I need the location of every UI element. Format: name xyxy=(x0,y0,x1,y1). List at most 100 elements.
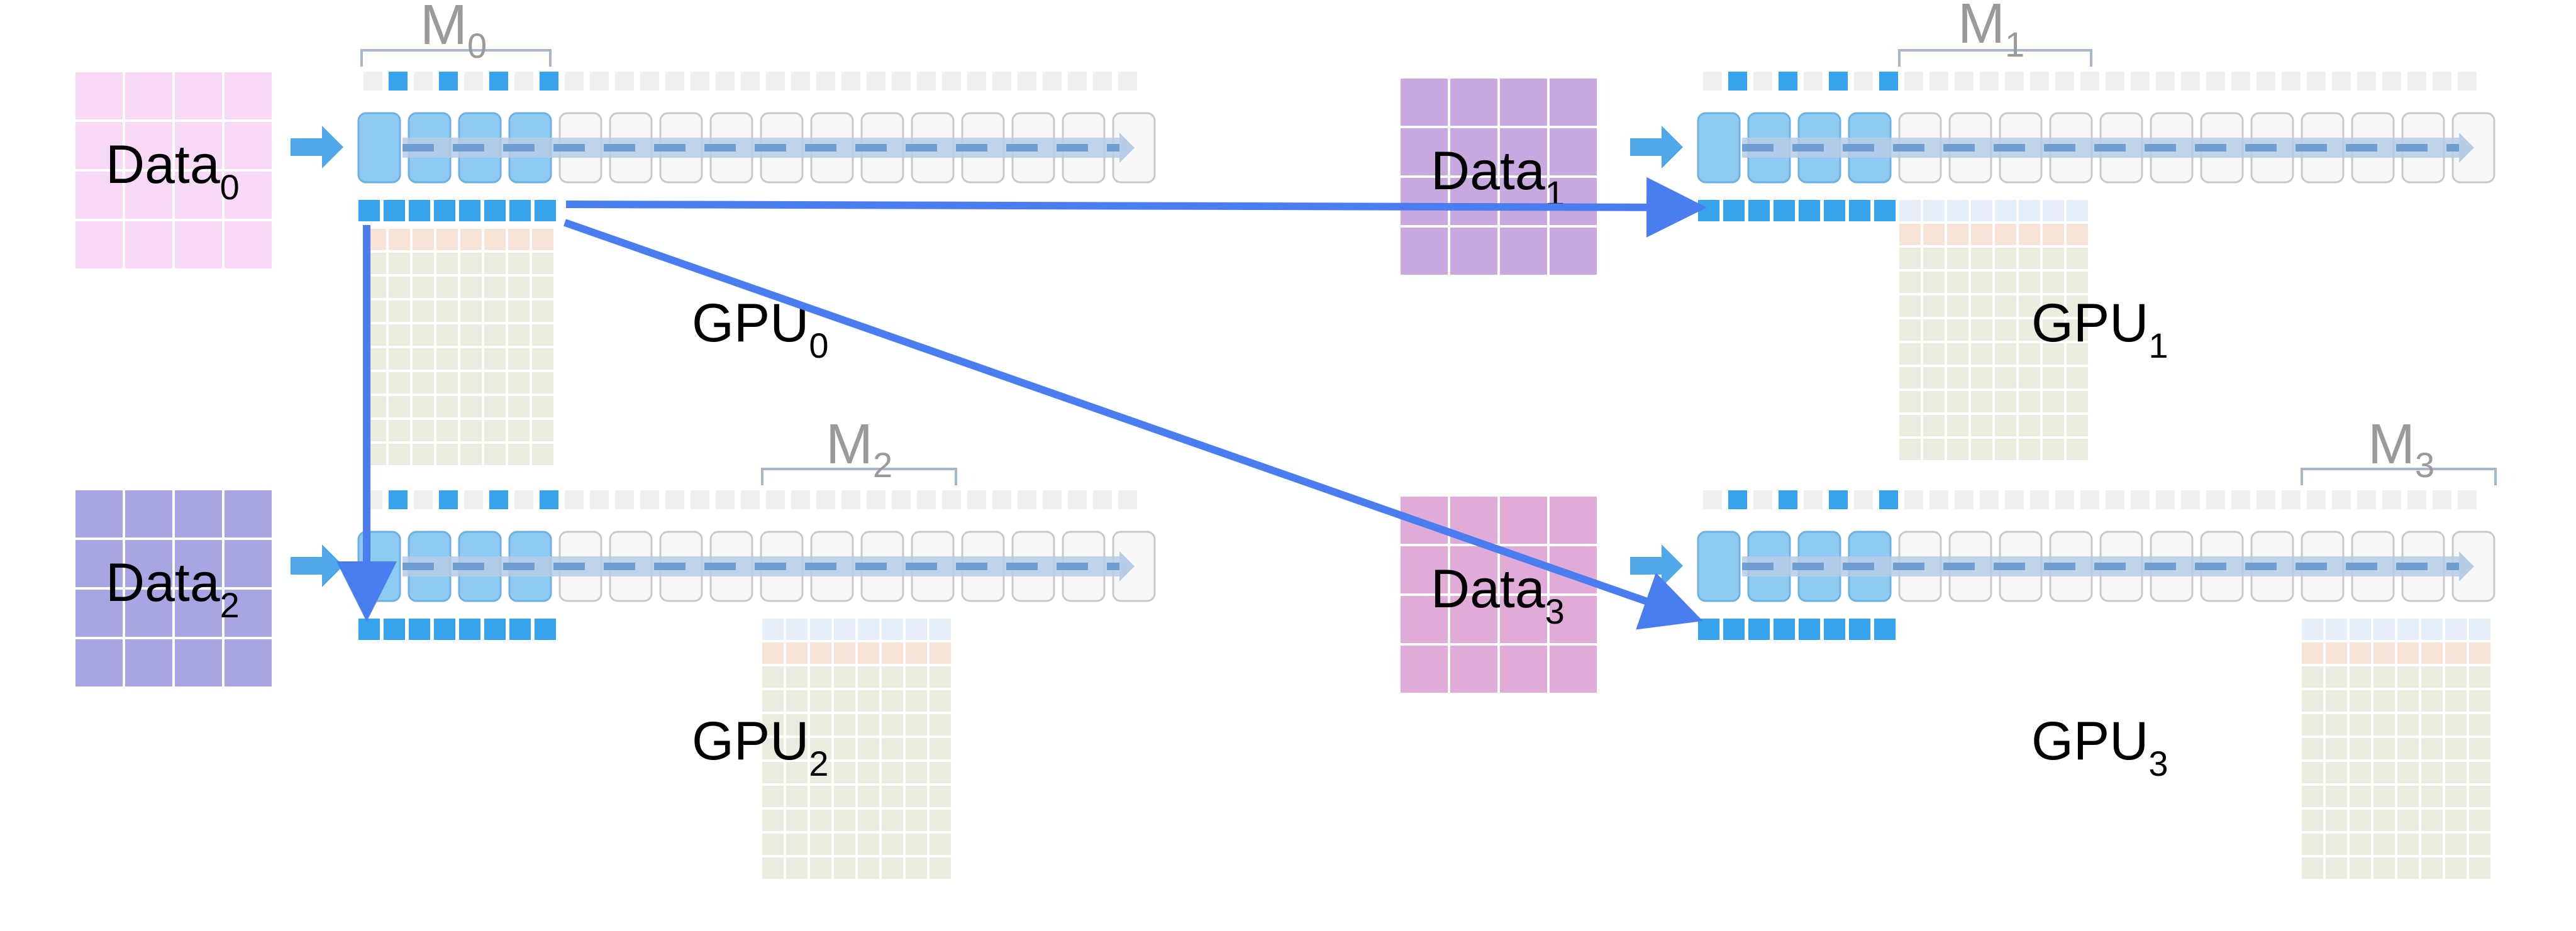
grid-cell xyxy=(786,857,808,879)
grid-cell xyxy=(882,834,903,855)
grid-cell xyxy=(2469,619,2490,640)
grid-cell xyxy=(1923,319,1945,341)
model-label: M2 xyxy=(826,413,892,485)
grid-cell xyxy=(532,420,553,441)
shard-square xyxy=(509,619,531,640)
grid-cell xyxy=(930,738,951,759)
data-cell xyxy=(123,637,175,689)
grid-cell xyxy=(906,857,927,879)
grid-cell xyxy=(2469,786,2490,807)
grid-cell xyxy=(930,714,951,735)
grid-cell xyxy=(762,738,784,759)
layer-dot xyxy=(992,72,1011,91)
grid-cell xyxy=(413,396,434,417)
grid-cell xyxy=(436,420,458,441)
grid-cell xyxy=(2373,834,2395,855)
layer-dot xyxy=(1854,490,1873,509)
shard-square xyxy=(358,619,380,640)
layer-dot xyxy=(1804,490,1823,509)
grid-cell xyxy=(389,229,410,250)
layer-dot xyxy=(917,490,936,509)
layer-dot xyxy=(2357,490,2376,509)
data-cell xyxy=(73,488,125,540)
grid-cell xyxy=(413,372,434,394)
data-cell xyxy=(1497,225,1550,277)
grid-cell xyxy=(906,642,927,664)
shard-square xyxy=(409,200,430,221)
layer-dot xyxy=(2030,72,2049,91)
gpu-label-sub: 0 xyxy=(809,326,828,365)
data-label: Data3 xyxy=(1431,559,1565,631)
grid-cell xyxy=(508,372,530,394)
grid-cell xyxy=(2421,786,2443,807)
grid-cell xyxy=(1899,295,1921,317)
data-label-main: Data xyxy=(1431,141,1545,201)
grid-cell xyxy=(508,324,530,346)
grid-cell xyxy=(2469,666,2490,688)
data-cell xyxy=(1547,643,1599,695)
grid-cell xyxy=(2421,642,2443,664)
grid-cell xyxy=(2326,762,2347,783)
grid-cell xyxy=(1923,391,1945,412)
data-label-sub: 3 xyxy=(1545,592,1565,631)
grid-cell xyxy=(436,396,458,417)
layer-dot xyxy=(716,490,735,509)
model-label-sub: 1 xyxy=(2005,25,2024,64)
grid-cell xyxy=(858,834,879,855)
layer-dot xyxy=(892,72,911,91)
grid-cell xyxy=(484,324,506,346)
gpu-label-sub: 1 xyxy=(2148,326,2168,365)
layer-dot xyxy=(1929,490,1948,509)
grid-cell xyxy=(1995,391,2016,412)
grid-cell xyxy=(1995,224,2016,245)
grid-cell xyxy=(2350,690,2371,712)
layer-dot xyxy=(841,490,860,509)
grid-cell xyxy=(930,666,951,688)
gpu-label-sub: 2 xyxy=(809,744,828,783)
grid-cell xyxy=(1947,200,1968,221)
grid-cell xyxy=(810,762,831,783)
grid-cell xyxy=(810,810,831,831)
grid-cell xyxy=(762,834,784,855)
layer-dot xyxy=(967,490,986,509)
shard-square xyxy=(434,619,455,640)
layer-dot xyxy=(1980,72,1999,91)
layer-dot xyxy=(2433,72,2451,91)
layer-dot xyxy=(640,490,659,509)
grid-cell xyxy=(2397,714,2419,735)
grid-cell xyxy=(436,372,458,394)
layer-dot xyxy=(1093,490,1112,509)
grid-cell xyxy=(930,690,951,712)
layer-dot xyxy=(1904,72,1923,91)
data-cell xyxy=(1497,643,1550,695)
model-bracket xyxy=(761,468,957,485)
data-cell xyxy=(1448,643,1500,695)
grid-cell xyxy=(2445,786,2467,807)
grid-cell xyxy=(2421,762,2443,783)
layer-dot xyxy=(2231,490,2250,509)
grid-cell xyxy=(413,444,434,465)
layer-dot xyxy=(992,490,1011,509)
data-label-sub: 0 xyxy=(220,167,240,207)
layer-dot xyxy=(766,490,785,509)
data-cell xyxy=(123,169,175,221)
grid-cell xyxy=(2350,786,2371,807)
model-label-main: M xyxy=(420,0,467,57)
shard-square xyxy=(384,200,405,221)
layer-dot xyxy=(2407,72,2426,91)
grid-cell xyxy=(810,738,831,759)
data-cell xyxy=(172,637,225,689)
layer-dot xyxy=(841,72,860,91)
grid-cell xyxy=(2350,810,2371,831)
data-label-main: Data xyxy=(106,135,220,195)
layer-dot xyxy=(439,490,458,509)
grid-cell xyxy=(834,666,855,688)
grid-cell xyxy=(1923,415,1945,436)
data-cell xyxy=(1547,76,1599,128)
grid-cell xyxy=(484,277,506,298)
grid-cell xyxy=(858,619,879,640)
shard-square xyxy=(1748,619,1770,640)
grid-cell xyxy=(786,738,808,759)
grid-cell xyxy=(2302,762,2323,783)
grid-cell xyxy=(2350,666,2371,688)
